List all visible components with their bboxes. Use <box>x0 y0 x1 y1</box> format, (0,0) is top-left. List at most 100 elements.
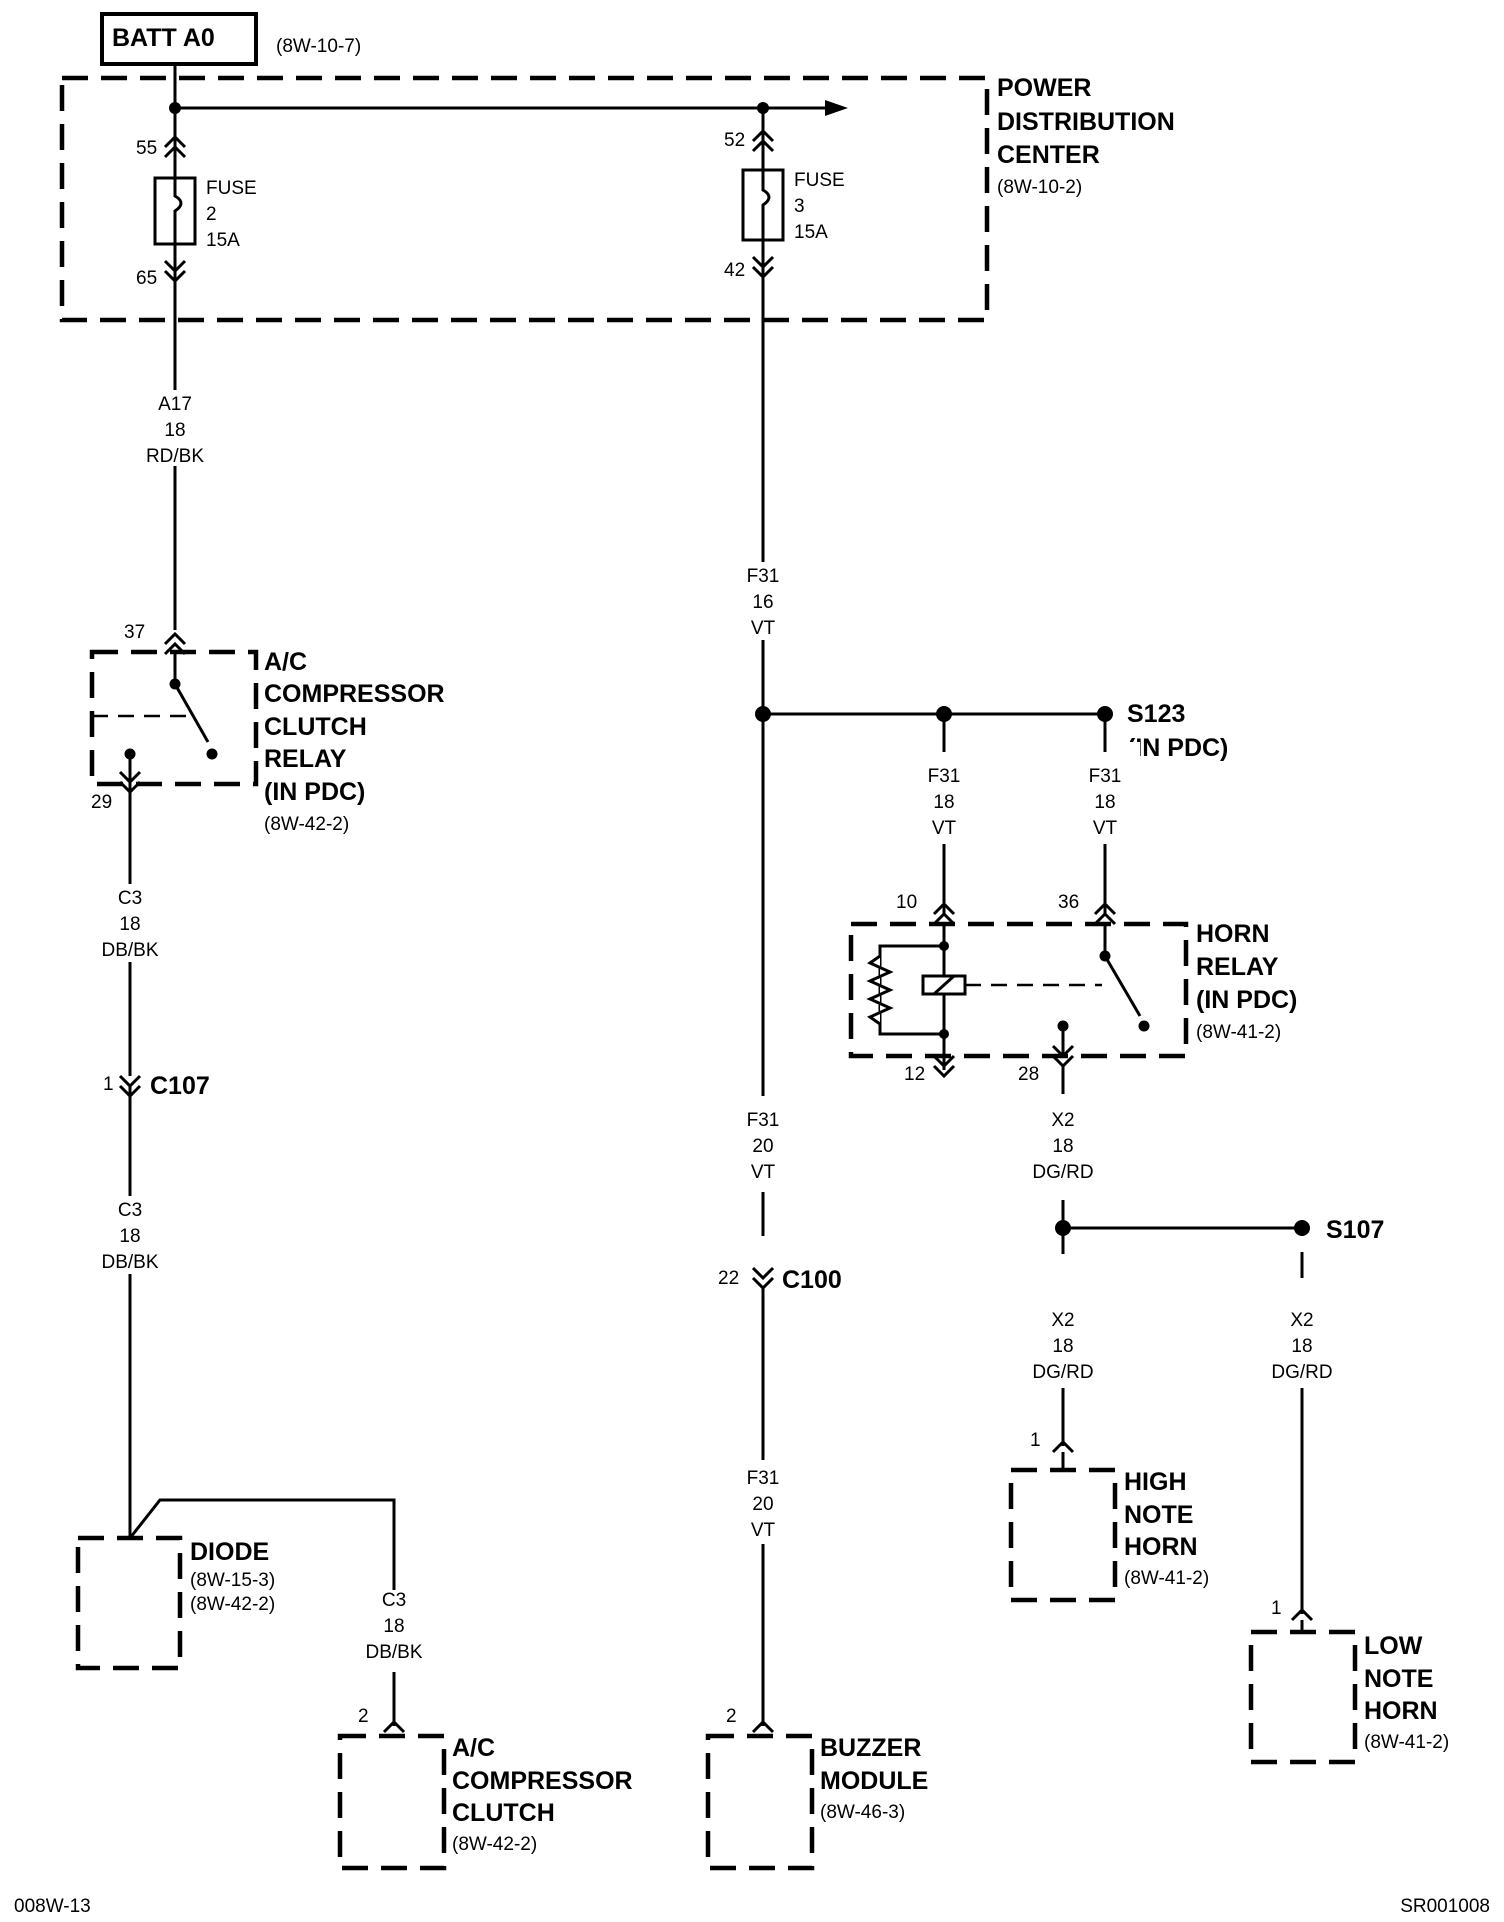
wire-c3-c-color: DB/BK <box>365 1642 422 1663</box>
low-horn-label-line2: NOTE <box>1364 1665 1433 1693</box>
wire-c3-c-gauge: 18 <box>383 1616 404 1637</box>
ac-clutch-ref: (8W-42-2) <box>452 1834 537 1855</box>
s123-label: S123 <box>1127 700 1185 728</box>
diode-label: DIODE <box>190 1538 269 1566</box>
ac-relay-pin-in: 37 <box>124 622 145 643</box>
ac-relay-pin-out: 29 <box>91 792 112 813</box>
wire-f31-18b-code: F31 <box>1089 766 1122 787</box>
c107-pin: 1 <box>103 1074 114 1095</box>
high-horn-label-line1: HIGH <box>1124 1468 1187 1496</box>
diode-ref1: (8W-15-3) <box>190 1570 275 1591</box>
diode-ref2: (8W-42-2) <box>190 1594 275 1615</box>
wire-f31-18a-code: F31 <box>928 766 961 787</box>
label-gap <box>1023 1254 1103 1388</box>
horn-relay-pin10-connector-icon <box>932 901 956 926</box>
high-horn-pin: 1 <box>1030 1430 1041 1451</box>
wire-x2-c-gauge: 18 <box>1291 1336 1312 1357</box>
diode-box <box>75 1535 183 1671</box>
low-horn-label-line1: LOW <box>1364 1632 1423 1660</box>
wire-x2-c-code: X2 <box>1290 1310 1313 1331</box>
horn-relay-box <box>848 921 1189 1059</box>
horn-relay-label-line2: RELAY <box>1196 953 1279 981</box>
low-horn-box <box>1248 1629 1358 1765</box>
wire-c3-b-code: C3 <box>118 1200 142 1221</box>
wire-f31-20b-gauge: 20 <box>752 1494 773 1515</box>
fuse2-amps: 15A <box>206 230 240 251</box>
fuse3-pin-out-connector-icon <box>751 255 775 280</box>
wire-c3-branch <box>128 1498 396 1590</box>
fuse3-label: FUSE <box>794 170 845 191</box>
pdc-ref: (8W-10-2) <box>997 177 1082 198</box>
buzzer-connector-icon <box>751 1719 775 1734</box>
buzzer-label-line1: BUZZER <box>820 1734 921 1762</box>
label-gap <box>1070 742 1140 844</box>
ac-relay-switch-icon <box>173 683 210 743</box>
label-gap <box>728 1096 798 1192</box>
wire-f31-20b-code: F31 <box>747 1468 780 1489</box>
wire-f31-18a-color: VT <box>932 818 957 839</box>
horn-relay-pin36: 36 <box>1058 892 1079 913</box>
pdc-label-line1: POWER <box>997 74 1091 102</box>
ac-clutch-label-line1: A/C <box>452 1734 495 1762</box>
battery-box <box>100 12 258 66</box>
ac-relay-pin-out-connector-icon <box>118 770 142 795</box>
s107-splice-dot <box>1294 1220 1310 1236</box>
label-gap <box>909 742 979 844</box>
wire-f31-18b-color: VT <box>1093 818 1118 839</box>
coil-icon <box>932 974 956 996</box>
c100-pin: 22 <box>718 1268 739 1289</box>
wire-c3-b-color: DB/BK <box>101 1252 158 1273</box>
label-gap <box>140 390 210 466</box>
wire-x2-a-gauge: 18 <box>1052 1136 1073 1157</box>
pdc-box <box>59 75 990 323</box>
resistor-icon <box>866 954 894 1026</box>
buzzer-label-line2: MODULE <box>820 1767 928 1795</box>
label-gap <box>1262 1278 1342 1388</box>
wire-a17-color: RD/BK <box>146 446 204 467</box>
wire-f31-16-gauge: 16 <box>752 592 773 613</box>
high-horn-label-line3: HORN <box>1124 1533 1198 1561</box>
wire-f31-20a-code: F31 <box>747 1110 780 1131</box>
ac-relay-label-line4: RELAY <box>264 745 347 773</box>
bus-arrow-icon <box>825 100 848 116</box>
horn-relay-switch-icon <box>1103 955 1142 1017</box>
pdc-label-line3: CENTER <box>997 141 1100 169</box>
low-horn-ref: (8W-41-2) <box>1364 1732 1449 1753</box>
c100-connector-icon <box>751 1266 775 1291</box>
wire-x2-b-code: X2 <box>1051 1310 1074 1331</box>
c107-label: C107 <box>150 1072 210 1100</box>
ac-relay-contact-dot <box>206 748 218 760</box>
wire-x2-b-color: DG/RD <box>1032 1362 1093 1383</box>
fuse3-amps: 15A <box>794 222 828 243</box>
wire-f31-16-color: VT <box>751 618 776 639</box>
buzzer-ref: (8W-46-3) <box>820 1802 905 1823</box>
fuse2-element-icon <box>173 178 183 244</box>
high-horn-ref: (8W-41-2) <box>1124 1568 1209 1589</box>
horn-relay-pin36-connector-icon <box>1093 901 1117 926</box>
horn-relay-label-line1: HORN <box>1196 920 1270 948</box>
fuse2-pin-in-connector-icon <box>163 134 187 159</box>
horn-relay-pin12: 12 <box>904 1064 925 1085</box>
wire-x2-b-gauge: 18 <box>1052 1336 1073 1357</box>
high-horn-connector-icon <box>1051 1439 1075 1454</box>
wire-c3-a-color: DB/BK <box>101 940 158 961</box>
label-gap <box>728 562 798 640</box>
horn-relay-pin28: 28 <box>1018 1064 1039 1085</box>
buzzer-box <box>705 1733 815 1871</box>
c100-label: C100 <box>782 1266 842 1294</box>
pdc-label-line2: DISTRIBUTION <box>997 108 1175 136</box>
wire-f31-18a-gauge: 18 <box>933 792 954 813</box>
footer-right: SR001008 <box>1400 1896 1490 1917</box>
horn-relay-pin10: 10 <box>896 892 917 913</box>
wire-f31-20b-color: VT <box>751 1520 776 1541</box>
horn-relay-pin12-connector-icon <box>932 1054 956 1079</box>
battery-label: BATT A0 <box>112 24 215 52</box>
fuse3-pin-in-connector-icon <box>751 128 775 153</box>
ac-clutch-label-line3: CLUTCH <box>452 1799 555 1827</box>
label-gap <box>728 1460 798 1544</box>
ac-relay-ref: (8W-42-2) <box>264 814 349 835</box>
wire-a17-gauge: 18 <box>164 420 185 441</box>
ac-clutch-connector-icon <box>382 1719 406 1734</box>
fuse2-pin-out: 65 <box>136 268 157 289</box>
